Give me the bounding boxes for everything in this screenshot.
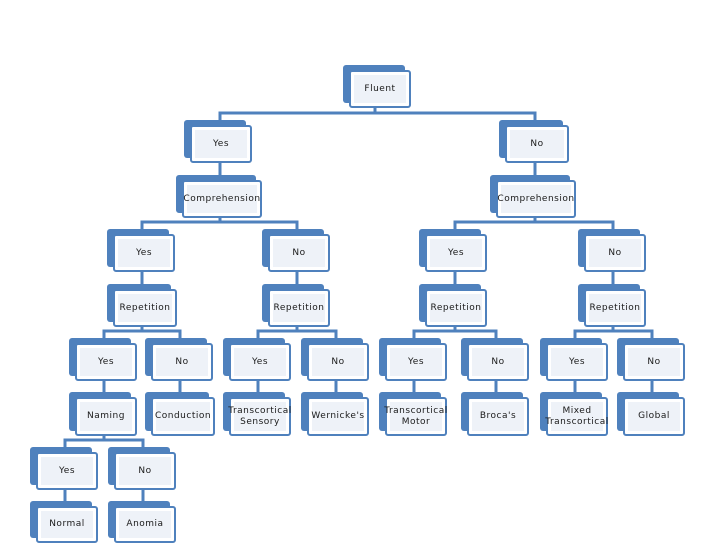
naming-no-label: No	[119, 457, 171, 485]
repetition-1-node: Repetition	[107, 284, 177, 327]
brocas-label: Broca's	[472, 402, 524, 431]
conduction-node: Conduction	[145, 392, 215, 436]
comprehension-right-node: Comprehension	[490, 175, 576, 218]
connector-naming-split	[63, 436, 145, 447]
connector-rep-1-split	[102, 327, 182, 338]
rep-4-yes-node: Yes	[540, 338, 608, 381]
rep-3-yes-node: Yes	[379, 338, 447, 381]
repetition-3-node: Repetition	[419, 284, 487, 327]
rep-3-no-node: No	[461, 338, 529, 381]
connector-comp-right	[453, 218, 615, 229]
comp-left-no-label: No	[273, 239, 325, 267]
naming-yes-label: Yes	[41, 457, 93, 485]
transcortical-motor-label: Transcortical Motor	[384, 402, 447, 431]
repetition-1-label: Repetition	[118, 294, 172, 322]
comp-left-no-node: No	[262, 229, 330, 272]
transcortical-sensory-label: Transcortical Sensory	[228, 402, 291, 431]
rep-4-yes-label: Yes	[551, 348, 603, 376]
comp-right-yes-label: Yes	[430, 239, 482, 267]
rep-2-no-label: No	[312, 348, 364, 376]
repetition-3-label: Repetition	[430, 294, 482, 322]
rep-2-yes-node: Yes	[223, 338, 291, 381]
global-node: Global	[617, 392, 685, 436]
connector-rep-3-split	[412, 327, 498, 338]
rep-2-no-node: No	[301, 338, 369, 381]
connector-fluent	[218, 108, 537, 120]
fluent-yes-label: Yes	[195, 130, 247, 158]
transcortical-motor-node: Transcortical Motor	[379, 392, 447, 436]
comprehension-left-label: Comprehension	[183, 185, 260, 213]
global-label: Global	[628, 402, 680, 431]
repetition-4-label: Repetition	[589, 294, 641, 322]
anomia-label: Anomia	[119, 511, 171, 538]
fluent-no-label: No	[510, 130, 564, 158]
rep-1-yes-label: Yes	[80, 348, 132, 376]
rep-2-yes-label: Yes	[234, 348, 286, 376]
repetition-2-label: Repetition	[273, 294, 325, 322]
fluent-label: Fluent	[354, 75, 406, 103]
normal-label: Normal	[41, 511, 93, 538]
naming-yes-node: Yes	[30, 447, 98, 490]
normal-node: Normal	[30, 501, 98, 543]
comprehension-left-node: Comprehension	[176, 175, 262, 218]
fluent-no-node: No	[499, 120, 569, 163]
rep-1-no-node: No	[145, 338, 213, 381]
rep-4-no-label: No	[628, 348, 680, 376]
rep-3-no-label: No	[472, 348, 524, 376]
connector-rep-4-split	[573, 327, 654, 338]
rep-1-no-label: No	[156, 348, 208, 376]
rep-1-yes-node: Yes	[69, 338, 137, 381]
comp-right-no-label: No	[589, 239, 641, 267]
fluent-node: Fluent	[343, 65, 411, 108]
transcortical-sensory-node: Transcortical Sensory	[223, 392, 291, 436]
repetition-2-node: Repetition	[262, 284, 330, 327]
wernickes-label: Wernicke's	[311, 402, 364, 431]
comprehension-right-label: Comprehension	[497, 185, 574, 213]
comp-right-yes-node: Yes	[419, 229, 487, 272]
brocas-node: Broca's	[461, 392, 529, 436]
connector-rep-2-split	[256, 327, 338, 338]
comp-right-no-node: No	[578, 229, 646, 272]
naming-node: Naming	[69, 392, 137, 436]
repetition-4-node: Repetition	[578, 284, 646, 327]
rep-4-no-node: No	[617, 338, 685, 381]
comp-left-yes-label: Yes	[118, 239, 170, 267]
mixed-transcortical-node: Mixed Transcortical	[540, 392, 608, 436]
fluent-yes-node: Yes	[184, 120, 252, 163]
rep-3-yes-label: Yes	[390, 348, 442, 376]
anomia-node: Anomia	[108, 501, 176, 543]
comp-left-yes-node: Yes	[107, 229, 175, 272]
wernickes-node: Wernicke's	[301, 392, 369, 436]
naming-label: Naming	[80, 402, 132, 431]
connector-comp-left	[140, 218, 299, 229]
naming-no-node: No	[108, 447, 176, 490]
conduction-label: Conduction	[155, 402, 211, 431]
mixed-transcortical-label: Mixed Transcortical	[545, 402, 608, 431]
